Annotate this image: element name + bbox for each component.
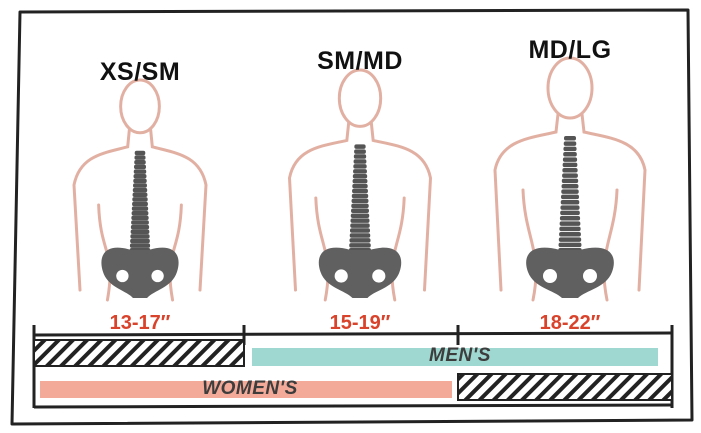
pelvis-opening-right (583, 269, 597, 283)
pelvis-opening-right (151, 270, 163, 282)
vertebra (354, 154, 366, 159)
vertebra (350, 233, 371, 238)
head-outline (121, 80, 160, 133)
vertebra (351, 204, 368, 209)
vertebra (349, 243, 371, 248)
pelvis-opening-left (335, 269, 348, 282)
vertebra (563, 157, 577, 162)
vertebra (132, 202, 148, 207)
size-range-xs-sm: 13-17″ (70, 312, 210, 335)
mens-bar-label: MEN'S (380, 345, 540, 367)
vertebra (132, 206, 148, 211)
vertebra (130, 243, 150, 248)
vertebra (560, 221, 581, 226)
vertebra (130, 234, 149, 239)
vertebra (132, 197, 147, 202)
womens-bar-label: WOMEN'S (170, 378, 330, 400)
head-outline (548, 58, 592, 118)
vertebra (559, 237, 581, 242)
vertebra (132, 211, 149, 216)
torso-figure-md-lg (495, 58, 645, 300)
vertebra (130, 239, 150, 244)
vertebra (354, 149, 366, 154)
pelvis-opening-left (543, 269, 557, 283)
vertebra (350, 223, 369, 228)
vertebra (134, 160, 146, 165)
vertebra (354, 144, 365, 149)
vertebra (559, 227, 580, 232)
vertebra (352, 194, 368, 199)
size-range-md-lg: 18-22″ (500, 312, 640, 335)
vertebra (559, 243, 582, 248)
vertebra (561, 200, 580, 205)
vertebra (564, 141, 577, 146)
vertebra (563, 147, 576, 152)
vertebra (134, 155, 145, 160)
vertebra (134, 174, 147, 179)
vertebra (131, 216, 148, 221)
vertebra (353, 169, 367, 174)
vertebra (133, 179, 146, 184)
vertebra (354, 159, 367, 164)
vertebra (563, 163, 578, 168)
pelvis (319, 248, 401, 298)
vertebra (351, 213, 369, 218)
pelvis (101, 248, 178, 298)
vertebra (351, 218, 370, 223)
vertebra (562, 173, 578, 178)
vertebra (353, 174, 367, 179)
vertebra (560, 211, 580, 216)
vertebra (133, 183, 147, 188)
size-label-md-lg: MD/LG (490, 36, 650, 65)
vertebra (563, 152, 577, 157)
vertebra (353, 179, 368, 184)
vertebra (562, 184, 579, 189)
pelvis-opening-left (116, 270, 128, 282)
vertebra (131, 229, 150, 234)
pelvis (526, 248, 614, 298)
vertebra (352, 189, 368, 194)
vertebra (131, 225, 149, 230)
vertebra (561, 189, 578, 194)
torso-figure-sm-md (290, 70, 431, 300)
vertebra (562, 179, 578, 184)
vertebra (560, 216, 580, 221)
vertebra (564, 136, 576, 141)
vertebra (131, 220, 149, 225)
vertebra (560, 205, 579, 210)
vertebra (349, 238, 370, 243)
womens-unavailable-hatch (458, 374, 672, 400)
vertebra (561, 195, 579, 200)
vertebra (353, 164, 366, 169)
vertebra (133, 188, 147, 193)
head-outline (339, 70, 380, 126)
size-label-xs-sm: XS/SM (60, 58, 220, 87)
vertebra (352, 199, 369, 204)
size-label-sm-md: SM/MD (280, 47, 440, 76)
vertebra (135, 151, 146, 156)
vertebra (351, 209, 369, 214)
scale-bottom-line (34, 405, 672, 407)
size-range-sm-md: 15-19″ (290, 312, 430, 335)
vertebra (350, 228, 370, 233)
vertebra (562, 168, 577, 173)
vertebra (559, 232, 581, 237)
torso-figure-xs-sm (74, 80, 206, 300)
mens-unavailable-hatch (34, 340, 244, 366)
vertebra (352, 184, 367, 189)
vertebra (133, 192, 148, 197)
vertebra (134, 169, 146, 174)
vertebra (134, 165, 146, 170)
pelvis-opening-right (372, 269, 385, 282)
